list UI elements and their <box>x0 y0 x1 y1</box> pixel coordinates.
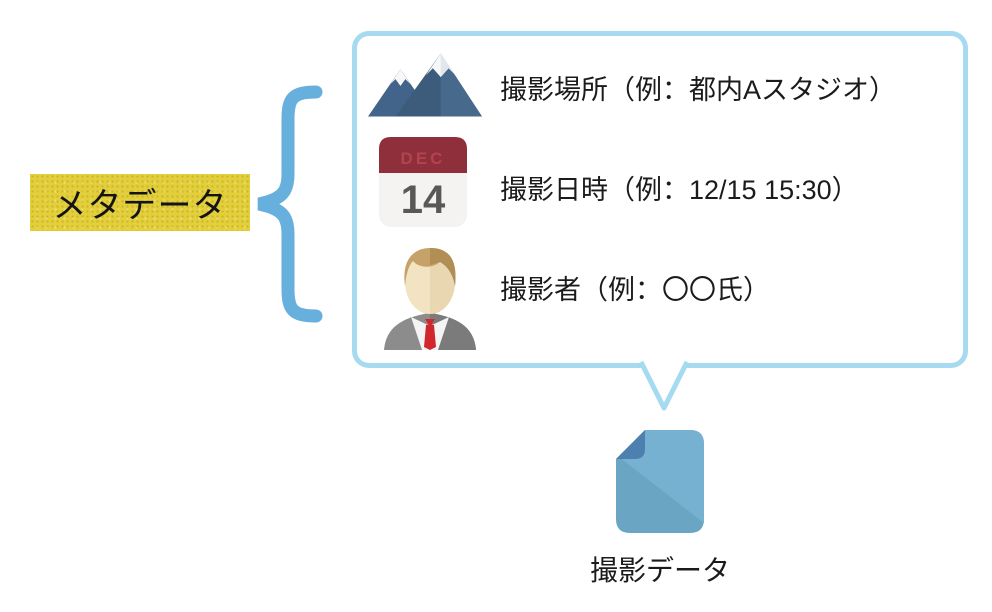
curly-brace-icon <box>257 85 323 323</box>
row-photographer-label: 撮影者（例：〇〇氏） <box>500 275 770 305</box>
calendar-day-text: 14 <box>401 178 446 222</box>
bubble-tail <box>638 360 690 411</box>
file-label: 撮影データ <box>589 555 730 586</box>
row-location-label: 撮影場所（例：都内Aスタジオ） <box>500 75 897 105</box>
calendar-icon: DEC 14 <box>379 137 467 227</box>
mountain-icon <box>368 53 482 117</box>
calendar-month-text: DEC <box>401 149 446 168</box>
metadata-highlight-label: メタデータ <box>30 174 250 231</box>
curly-brace-path <box>257 85 323 323</box>
row-datetime-label: 撮影日時（例：12/15 15:30） <box>500 175 859 205</box>
metadata-label-text: メタデータ <box>52 187 228 225</box>
metadata-callout-bubble: 撮影場所（例：都内Aスタジオ） DEC 14 撮影日時（例：12/15 15:3… <box>352 31 968 368</box>
person-icon <box>384 248 476 350</box>
document-icon <box>616 430 704 533</box>
